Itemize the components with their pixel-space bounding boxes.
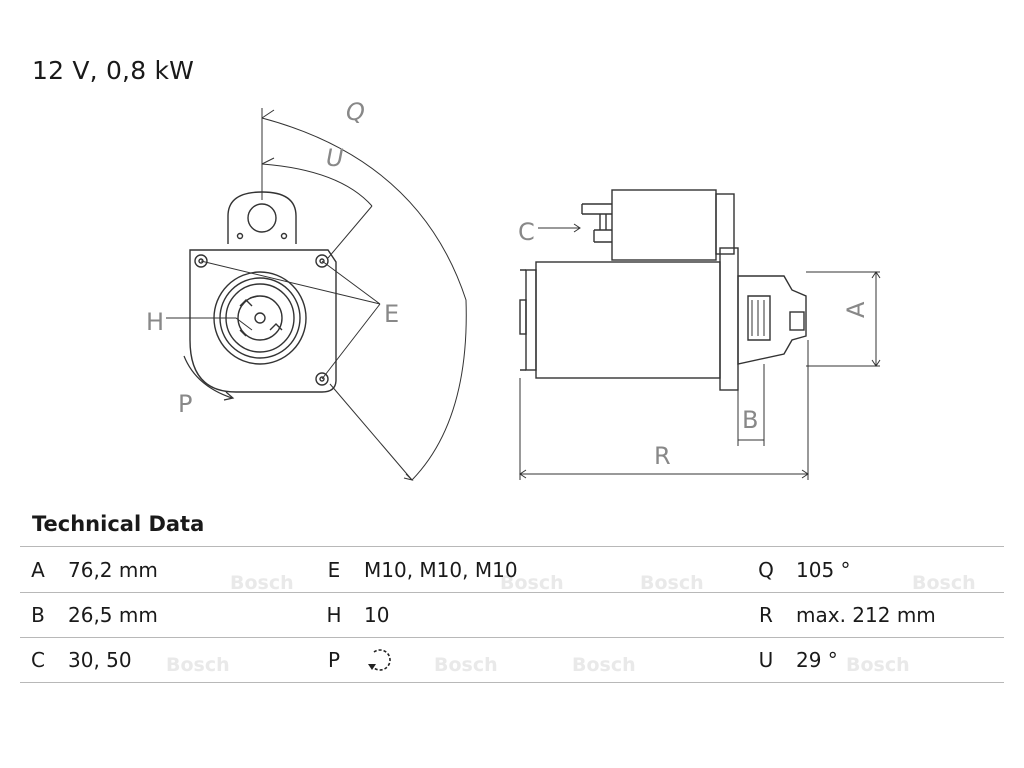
row-label-h: H bbox=[326, 603, 342, 627]
watermark: Bosch bbox=[434, 654, 498, 676]
watermark: Bosch bbox=[912, 572, 976, 594]
label-p: P bbox=[178, 390, 192, 418]
side-view bbox=[519, 189, 881, 480]
technical-data-table: Bosch Bosch Bosch Bosch Bosch Bosch Bosc… bbox=[20, 546, 1004, 683]
value-e: M10, M10, M10 bbox=[364, 558, 518, 582]
row-label-c: C bbox=[31, 648, 45, 672]
value-b: 26,5 mm bbox=[68, 603, 158, 627]
label-h: H bbox=[146, 308, 164, 336]
front-view bbox=[166, 108, 467, 481]
row-label-e: E bbox=[327, 558, 341, 582]
starter-motor-drawing: Q U H E P C A B R bbox=[146, 98, 881, 481]
label-e: E bbox=[384, 300, 399, 328]
watermark: Bosch bbox=[166, 654, 230, 676]
row-label-r: R bbox=[759, 603, 773, 627]
label-q: Q bbox=[346, 98, 365, 126]
label-u: U bbox=[326, 144, 344, 172]
label-a: A bbox=[842, 301, 870, 318]
value-q: 105 ° bbox=[796, 558, 851, 582]
section-title: Technical Data bbox=[32, 512, 205, 536]
row-label-b: B bbox=[31, 603, 45, 627]
watermark: Bosch bbox=[640, 572, 704, 594]
value-r: max. 212 mm bbox=[796, 603, 936, 627]
watermark: Bosch bbox=[846, 654, 910, 676]
row-label-u: U bbox=[758, 648, 774, 672]
label-r: R bbox=[654, 442, 671, 470]
label-b: B bbox=[742, 406, 758, 434]
rotation-direction-icon bbox=[368, 649, 391, 671]
table-divider bbox=[20, 682, 1004, 683]
watermark: Bosch bbox=[500, 572, 564, 594]
spec-line: 12 V, 0,8 kW bbox=[32, 56, 195, 85]
row-label-q: Q bbox=[758, 558, 774, 582]
table-divider bbox=[20, 637, 1004, 638]
value-h: 10 bbox=[364, 603, 390, 627]
value-u: 29 ° bbox=[796, 648, 838, 672]
value-c: 30, 50 bbox=[68, 648, 132, 672]
table-divider bbox=[20, 546, 1004, 547]
value-a: 76,2 mm bbox=[68, 558, 158, 582]
row-label-a: A bbox=[31, 558, 45, 582]
watermark: Bosch bbox=[230, 572, 294, 594]
watermark: Bosch bbox=[572, 654, 636, 676]
row-label-p: P bbox=[327, 648, 341, 672]
label-c: C bbox=[518, 218, 535, 246]
table-divider bbox=[20, 592, 1004, 593]
